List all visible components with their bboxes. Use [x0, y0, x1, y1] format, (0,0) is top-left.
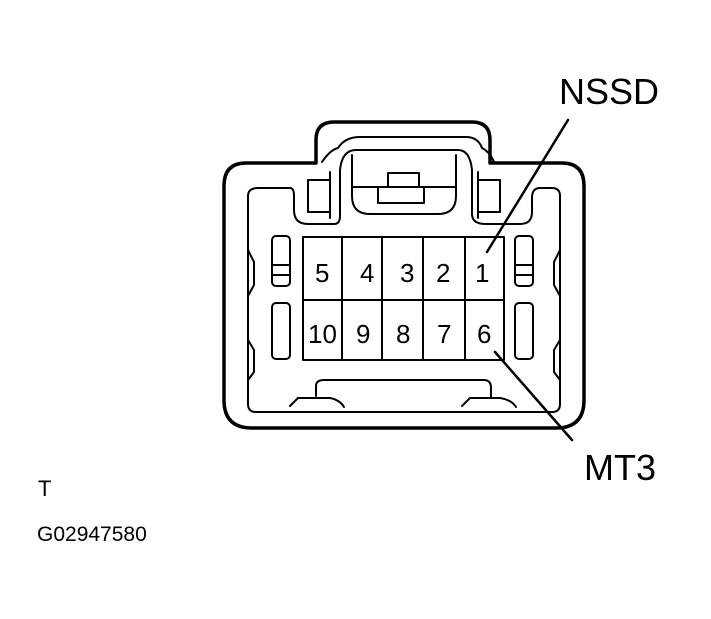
pin-3: 3 [400, 258, 414, 288]
leader-line-nssd [485, 118, 570, 254]
pin-6: 6 [477, 319, 491, 349]
lock-mechanism [351, 154, 457, 215]
top-side-guides [307, 171, 501, 219]
guide-left-top [307, 179, 331, 213]
lock-latch-bottom [377, 186, 425, 204]
left-side-keys [247, 235, 291, 381]
housing-inner-outline [247, 149, 561, 413]
figure-id: G02947580 [37, 523, 147, 546]
pin-5: 5 [315, 258, 329, 288]
lock-body [351, 154, 457, 215]
leader-line-mt3 [493, 350, 574, 442]
pin-10: 10 [308, 319, 337, 349]
lock-latch-top [387, 172, 420, 188]
housing-outline [222, 120, 586, 430]
pin-8: 8 [396, 319, 410, 349]
pin-2: 2 [436, 258, 450, 288]
view-letter: T [38, 476, 52, 501]
pin-labels-top-row: 5 4 3 2 1 [315, 258, 489, 288]
pin-4: 4 [360, 258, 374, 288]
pin-grid [302, 236, 505, 361]
bottom-rails [289, 379, 517, 408]
right-side-keys [514, 235, 561, 381]
lock-tab-inner [321, 136, 495, 163]
guide-right-top [477, 179, 501, 213]
pin-9: 9 [356, 319, 370, 349]
callout-label-nssd: NSSD [559, 71, 660, 112]
pin-labels-bottom-row: 10 9 8 7 6 [308, 319, 491, 349]
callout-label-mt3: MT3 [584, 447, 656, 488]
pin-7: 7 [437, 319, 451, 349]
connector-housing [222, 120, 586, 430]
pin-1: 1 [475, 258, 489, 288]
